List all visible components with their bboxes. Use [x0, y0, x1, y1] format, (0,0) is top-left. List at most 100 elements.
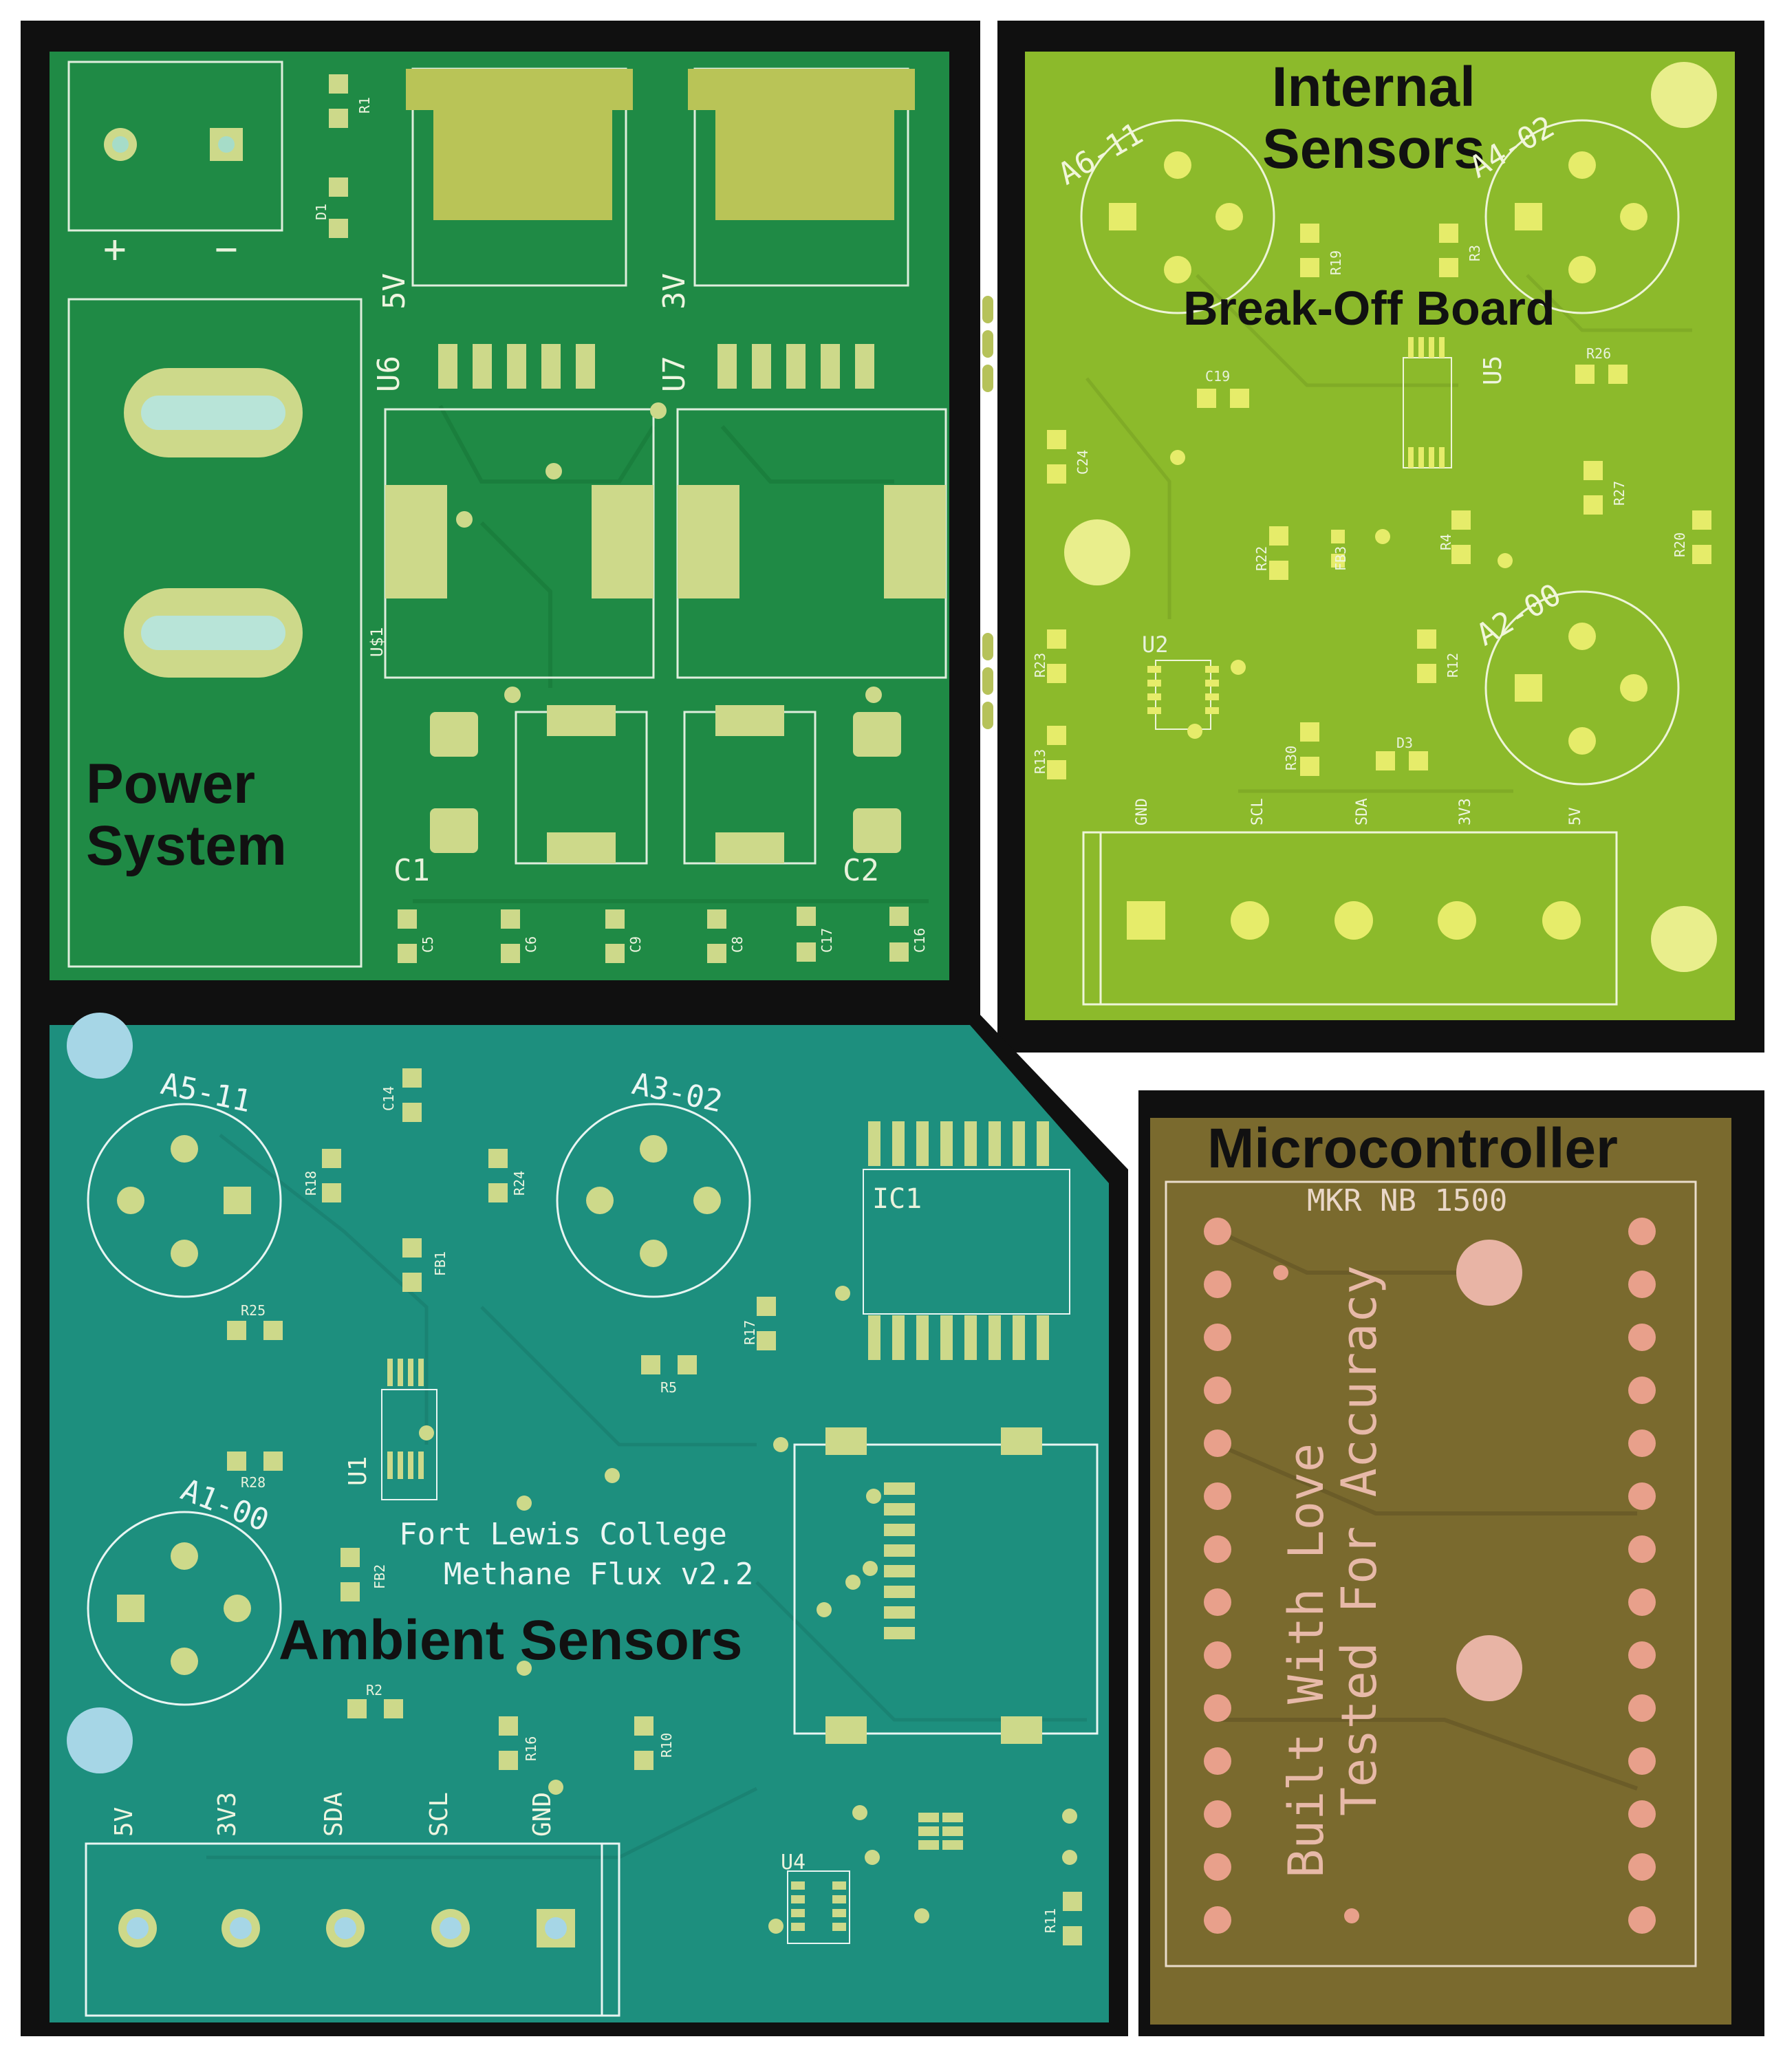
- mkr-pin: [1628, 1853, 1656, 1881]
- reg-3v-label: 3V: [657, 273, 692, 310]
- mkr-pin: [1204, 1482, 1231, 1510]
- part-label: R19: [1328, 250, 1344, 275]
- tagline-accuracy: Tested For Accuracy: [1331, 1265, 1387, 1816]
- u6-pins: [438, 344, 595, 389]
- sensor-a3-02: [556, 1103, 751, 1298]
- reg-3v-pad: [715, 110, 894, 220]
- c2-label: C2: [843, 853, 879, 888]
- header-pin-label: 5V: [1567, 807, 1584, 826]
- u7-pins: [717, 344, 874, 389]
- power-section-title: Power System: [86, 753, 287, 877]
- mkr-pins-right: [1628, 1218, 1656, 1934]
- part-label: R11: [1042, 1908, 1059, 1933]
- mkr-pin: [1628, 1482, 1656, 1510]
- part-label: U1: [344, 1456, 372, 1486]
- cap-label: C8: [729, 936, 746, 953]
- u7-label: U7: [657, 356, 692, 392]
- part-label: R26: [1586, 345, 1612, 362]
- mount-hole: [1651, 906, 1717, 972]
- ic1-chip: [863, 1121, 1070, 1360]
- mkr-pin: [1204, 1377, 1231, 1404]
- internal-section-title: Internal Sensors: [1262, 56, 1485, 180]
- mount-hole: [67, 1013, 133, 1079]
- mkr-pin: [1204, 1218, 1231, 1245]
- part-label: R2: [366, 1682, 383, 1698]
- mkr-pin: [1628, 1641, 1656, 1669]
- part-label: R27: [1611, 480, 1628, 506]
- header-pin-label: GND: [528, 1791, 556, 1837]
- mkr-pin: [1204, 1429, 1231, 1457]
- mount-hole: [1064, 519, 1130, 585]
- header-pin-label: 5V: [110, 1806, 138, 1837]
- part-label: D3: [1396, 735, 1414, 751]
- mkr-pin: [1204, 1324, 1231, 1351]
- mkr-pin: [1628, 1324, 1656, 1351]
- micro-board: [1150, 1118, 1731, 2025]
- mkr-pin: [1628, 1429, 1656, 1457]
- u4-chip: [787, 1813, 963, 1944]
- part-label: R5: [660, 1379, 678, 1396]
- mkr-pin: [1628, 1800, 1656, 1828]
- sensor-a2-00: [1484, 590, 1680, 786]
- ambient-board: [50, 1025, 1109, 2022]
- internal-pads: [1047, 224, 1711, 779]
- part-label: R13: [1032, 748, 1048, 774]
- mkr-pin: [1204, 1906, 1231, 1934]
- part-label: IC1: [872, 1183, 922, 1215]
- project-label: Methane Flux v2.2: [444, 1557, 754, 1592]
- module-label: MKR NB 1500: [1307, 1183, 1508, 1218]
- c2-pad: [853, 712, 901, 757]
- internal-header-pins: [1127, 901, 1581, 940]
- mkr-pin: [1204, 1853, 1231, 1881]
- reg-5v-pad: [433, 110, 612, 220]
- d1-label: D1: [313, 203, 329, 220]
- c1-pad: [430, 712, 478, 757]
- u5-chip: [1403, 337, 1452, 468]
- mkr-pin: [1628, 1218, 1656, 1245]
- sensor-a4-02: [1484, 119, 1680, 314]
- header-pin-label: SCL: [425, 1791, 453, 1837]
- header-pin-label: SDA: [1354, 798, 1371, 825]
- reg-5v-label: 5V: [377, 273, 412, 310]
- part-label: U5: [1479, 355, 1507, 385]
- mkr-pin: [1204, 1800, 1231, 1828]
- r1-label: R1: [356, 96, 373, 114]
- cap-label: C6: [523, 936, 539, 953]
- ambient-header-outline: [85, 1842, 620, 2017]
- power-terminal-outline: [67, 61, 283, 232]
- part-label: R28: [241, 1474, 266, 1491]
- internal-title-line1: Internal: [1271, 56, 1476, 118]
- part-label: U2: [1142, 632, 1169, 658]
- internal-vias: [1170, 450, 1513, 739]
- mkr-pin: [1628, 1271, 1656, 1298]
- header-pin-label: GND: [1134, 798, 1151, 825]
- ambient-header-holes: [127, 1917, 567, 1939]
- header-pin-label: SDA: [320, 1791, 348, 1837]
- part-label: R3: [1467, 244, 1483, 261]
- part-label: R16: [523, 1736, 539, 1761]
- header-pin-label: 3V3: [213, 1791, 241, 1837]
- part-label: R4: [1438, 533, 1454, 550]
- part-label: R23: [1032, 652, 1048, 678]
- small-cap-pads: [329, 74, 909, 963]
- micro-section-title: Microcontroller: [1207, 1117, 1618, 1180]
- part-label: R30: [1283, 745, 1299, 770]
- ambient-vias: [419, 1286, 1077, 1934]
- c1-label: C1: [393, 853, 430, 888]
- mkr-outline: [1165, 1180, 1697, 1967]
- mkr-pin: [1204, 1271, 1231, 1298]
- terminal-plus-label: +: [103, 227, 127, 272]
- part-label: R12: [1445, 652, 1461, 678]
- mkr-pin: [1628, 1588, 1656, 1616]
- header-pin-label: SCL: [1249, 798, 1266, 825]
- part-label: R25: [241, 1302, 266, 1319]
- power-jack-outline: [67, 298, 363, 968]
- mkr-pin: [1204, 1694, 1231, 1722]
- power-vias: [456, 402, 882, 703]
- cap-label: C9: [627, 936, 644, 953]
- u2-chip: [1147, 660, 1219, 730]
- mkr-pin: [1628, 1747, 1656, 1775]
- mount-hole: [1651, 62, 1717, 128]
- mkr-pin: [1628, 1535, 1656, 1563]
